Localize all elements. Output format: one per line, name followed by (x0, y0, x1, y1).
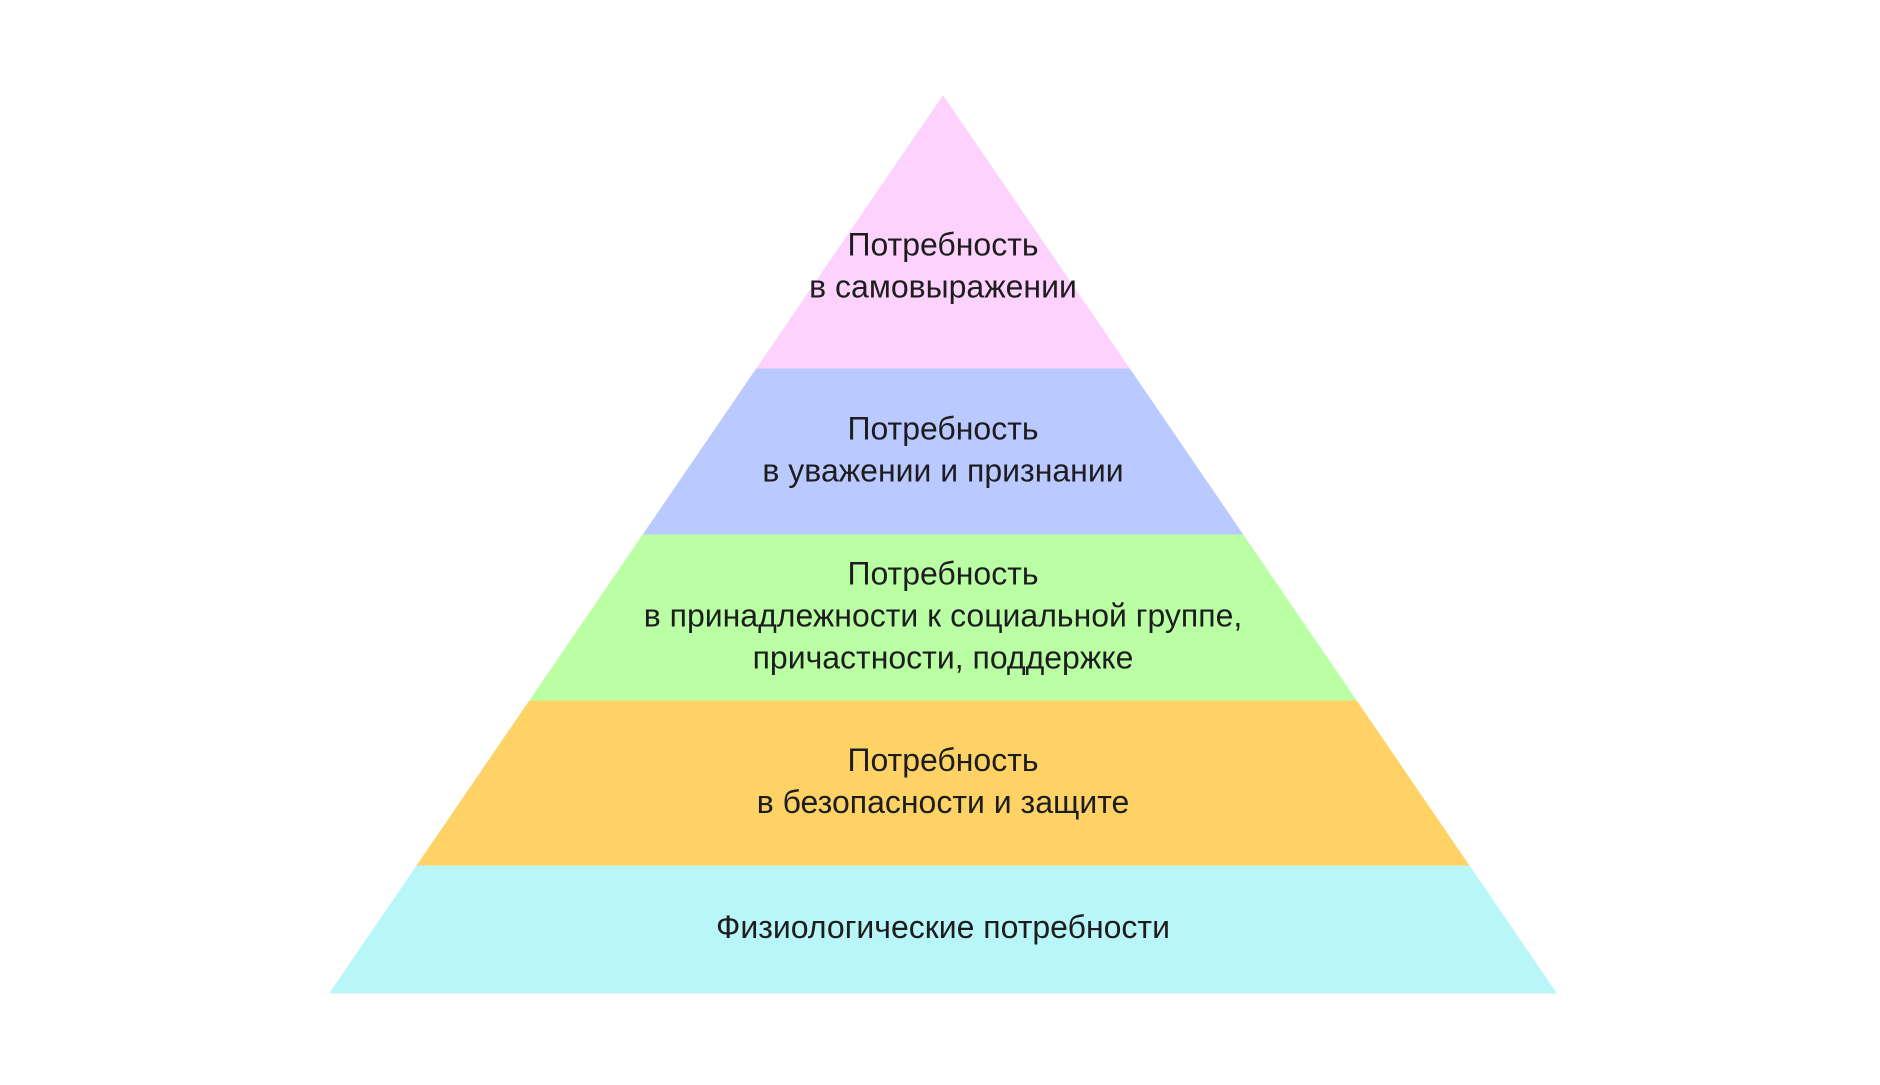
tier-belonging-label-line: причастности, поддержке (753, 639, 1134, 675)
tier-physiological-label-line: Физиологические потребности (716, 909, 1170, 945)
tier-belonging-label-line: Потребность (847, 555, 1038, 591)
tier-safety-label-line: в безопасности и защите (757, 784, 1130, 820)
tier-self-actualization-label-line: Потребность (847, 226, 1038, 262)
tier-shapes (329, 95, 1557, 994)
tier-esteem-label-line: в уважении и признании (762, 452, 1123, 488)
tier-safety-label-line: Потребность (847, 742, 1038, 778)
tier-self-actualization-label-line: в самовыражении (809, 268, 1077, 304)
tier-belonging-label-line: в принадлежности к социальной группе, (644, 597, 1243, 633)
tier-physiological (329, 865, 1557, 994)
tier-esteem-label-line: Потребность (847, 410, 1038, 446)
